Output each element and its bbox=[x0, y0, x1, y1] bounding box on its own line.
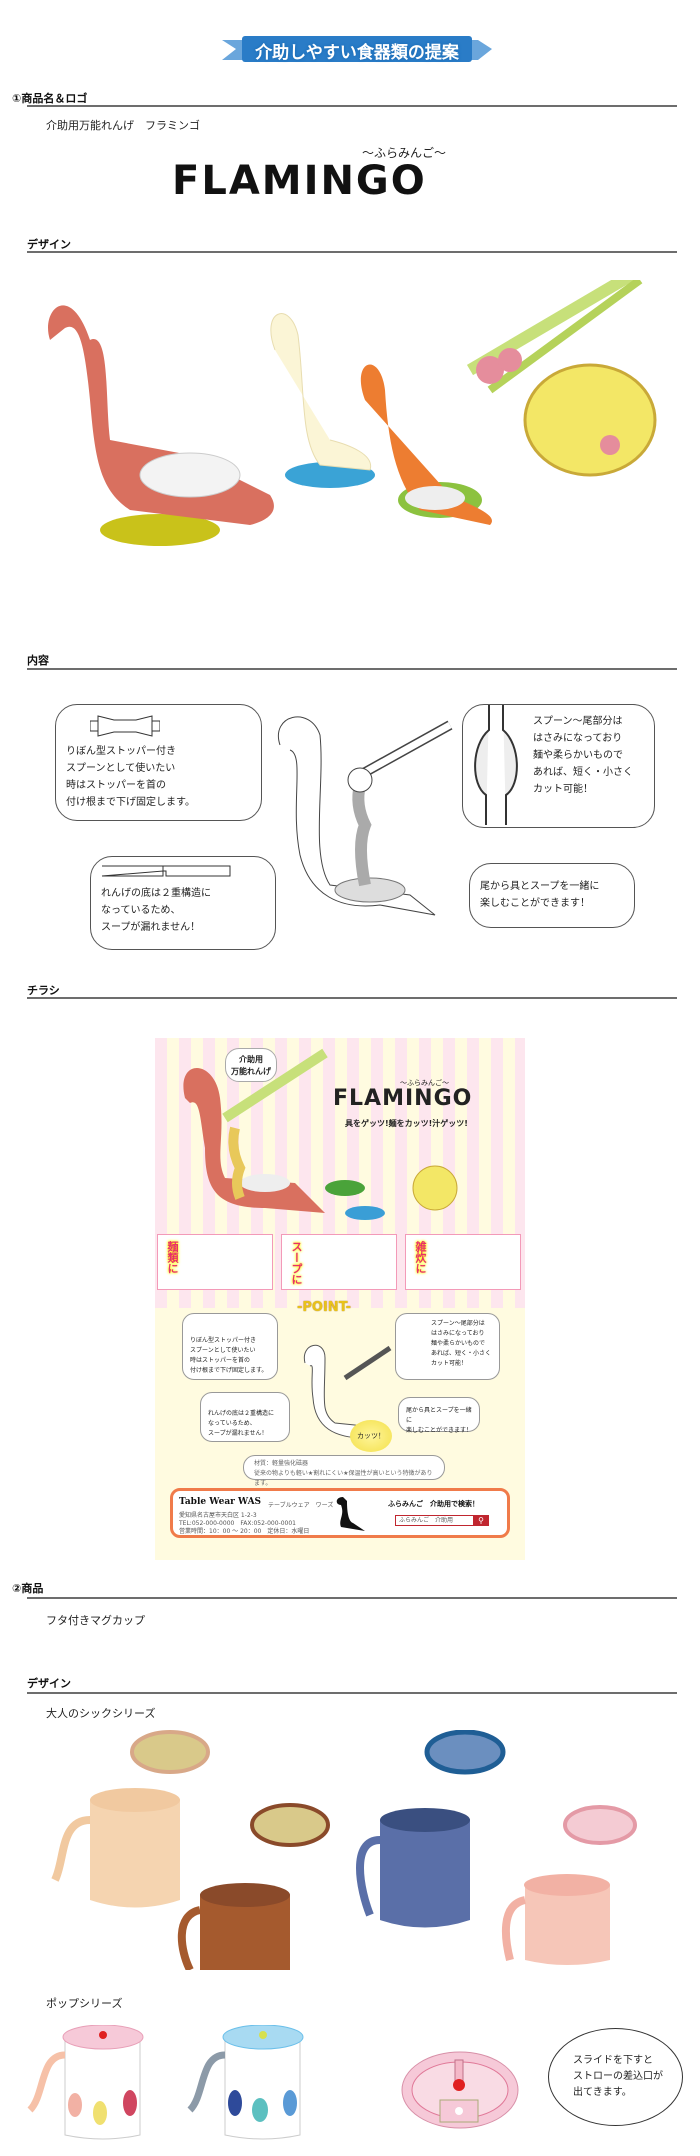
callout-tail: 尾から具とスープを一緒に 楽しむことができます！ bbox=[469, 863, 635, 928]
product-name: 介助用万能れんげ フラミンゴ bbox=[46, 119, 200, 132]
cut-bubble: カッツ！ bbox=[350, 1420, 392, 1452]
callout-ribbon-stopper: りぼん型ストッパー付き スプーンとして使いたい 時はストッパーを首の 付け根まで… bbox=[55, 704, 262, 821]
flyer-callout-tail: 尾から具とスープを一緒に 楽しむことができます！ bbox=[398, 1397, 480, 1434]
lid-illustration bbox=[401, 2051, 519, 2129]
flyer-tagline: 具をゲッツ!麺をカッツ!汁ゲッツ! bbox=[345, 1119, 468, 1128]
callout-double-bottom: れんげの底は２重構造に なっているため、 スープが漏れません！ bbox=[90, 856, 276, 950]
title-banner: 介助しやすい食器類の提案 bbox=[222, 34, 492, 64]
search-prompt: ふらみんご 介助用で検索！ bbox=[388, 1500, 479, 1508]
section1-heading: ①商品名＆ロゴ bbox=[12, 92, 88, 105]
flyer: 介助用 万能れんげ ～ふらみんご～ FLAMINGO 具をゲッツ!麺をカッツ!汁… bbox=[155, 1038, 525, 1560]
flyer-flamingo-illustration bbox=[183, 1048, 458, 1220]
ribbon-shape bbox=[222, 36, 492, 62]
divider bbox=[27, 1692, 677, 1694]
pop-series-label: ポップシリーズ bbox=[46, 1997, 123, 2010]
shop-name: Table Wear WAS bbox=[179, 1497, 262, 1507]
flyer-badge: 介助用 万能れんげ bbox=[225, 1048, 277, 1082]
divider bbox=[27, 105, 677, 107]
mug-beige bbox=[51, 1730, 210, 1908]
ribbon-text: りぼん型ストッパー付き スプーンとして使いたい 時はストッパーを首の 付け根まで… bbox=[66, 746, 195, 808]
chic-mugs bbox=[51, 1730, 637, 1970]
divider bbox=[27, 997, 677, 999]
card-label: 雑炊に bbox=[414, 1241, 427, 1274]
mug-pink bbox=[501, 1805, 637, 1965]
chic-series-label: 大人のシックシリーズ bbox=[46, 1707, 156, 1720]
tail-text: 尾から具とスープを一緒に 楽しむことができます！ bbox=[480, 881, 600, 909]
food-card-porridge: 雑炊に bbox=[405, 1234, 521, 1290]
flyer-logo: FLAMINGO bbox=[333, 1086, 473, 1111]
logo-text: FLAMINGO bbox=[172, 158, 427, 204]
product-name-2: フタ付きマグカップ bbox=[46, 1614, 145, 1627]
divider bbox=[27, 251, 677, 253]
search-icon[interactable]: ⚲ bbox=[473, 1515, 489, 1526]
flamingo-renders bbox=[48, 280, 657, 546]
tongs-and-plate bbox=[466, 280, 657, 477]
divider bbox=[27, 1597, 677, 1599]
shop-hours: 営業時間：10：00 ～ 20：00 定休日：水曜日 bbox=[179, 1528, 310, 1535]
flyer-callout-ribbon: りぼん型ストッパー付き スプーンとして使いたい 時はストッパーを首の 付け根まで… bbox=[182, 1313, 278, 1380]
food-card-soup: スープに bbox=[281, 1234, 397, 1290]
shop-tel: TEL:052-000-0000 FAX:052-000-0001 bbox=[179, 1520, 296, 1527]
search-input[interactable]: ふらみんご 介助用 bbox=[395, 1515, 475, 1526]
callout-scissors: スプーン～尾部分は はさみになっており 麺や柔らかいもので あれば、短く・小さく… bbox=[462, 704, 655, 828]
shop-kana: テーブルウェア ワーズ bbox=[268, 1502, 334, 1509]
flamingo-small-set bbox=[270, 313, 492, 525]
mug-blue bbox=[356, 1730, 506, 1928]
page-title: 介助しやすい食器類の提案 bbox=[255, 43, 459, 63]
card-label: 麺類に bbox=[166, 1241, 179, 1274]
design-heading-2: デザイン bbox=[27, 1677, 71, 1690]
flyer-logo-kana: ～ふらみんご～ bbox=[400, 1079, 449, 1087]
mug-brown bbox=[177, 1803, 330, 1970]
point-heading: -POINT- bbox=[297, 1300, 352, 1315]
ribbon-stopper-icon bbox=[90, 715, 160, 737]
flyer-heading: チラシ bbox=[27, 984, 60, 997]
logo-kana: ～ふらみんご～ bbox=[362, 146, 447, 160]
pop-mugs bbox=[27, 2025, 304, 2140]
material-text: 材質：軽量強化磁器 bbox=[254, 1460, 309, 1467]
content-heading: 内容 bbox=[27, 654, 49, 667]
flamingo-logo: ～ふらみんご～ FLAMINGO bbox=[172, 146, 472, 206]
flyer-callout-bottom: れんげの底は２重構造に なっているため、 スープが漏れません！ bbox=[200, 1392, 290, 1442]
flamingo-large bbox=[48, 305, 274, 546]
shop-address: 愛知県名古屋市天白区 1-2-3 bbox=[179, 1512, 257, 1519]
swan-icon bbox=[336, 1497, 365, 1531]
design-heading: デザイン bbox=[27, 238, 71, 251]
divider bbox=[27, 668, 677, 670]
mug-pop-blue bbox=[187, 2025, 304, 2140]
food-card-noodles: 麺類に bbox=[157, 1234, 273, 1290]
features-text: 従来の物よりも軽い★割れにくい★保温性が高いという特徴があります。 bbox=[254, 1470, 433, 1487]
section2-heading: ②商品 bbox=[12, 1582, 44, 1595]
bottom-text: れんげの底は２重構造に なっているため、 スープが漏れません！ bbox=[101, 888, 211, 933]
double-bottom-icon bbox=[101, 865, 231, 877]
mug-pop-pink bbox=[27, 2025, 144, 2140]
flamingo-line-drawing bbox=[277, 716, 453, 916]
scissors-text: スプーン～尾部分は はさみになっており 麺や柔らかいもので あれば、短く・小さく… bbox=[533, 716, 633, 795]
card-label: スープに bbox=[290, 1241, 303, 1285]
material-box: 材質：軽量強化磁器 従来の物よりも軽い★割れにくい★保温性が高いという特徴があり… bbox=[243, 1455, 445, 1487]
lid-callout: スライドを下すと ストローの差込口が 出てきます。 bbox=[548, 2028, 683, 2126]
shop-footer: Table Wear WAS テーブルウェア ワーズ 愛知県名古屋市天白区 1-… bbox=[170, 1488, 510, 1538]
scissors-spoon-icon bbox=[474, 705, 518, 825]
flyer-callout-scissors: スプーン～尾部分は はさみになっており 麺や柔らかいもので あれば、短く・小さく… bbox=[395, 1313, 500, 1380]
